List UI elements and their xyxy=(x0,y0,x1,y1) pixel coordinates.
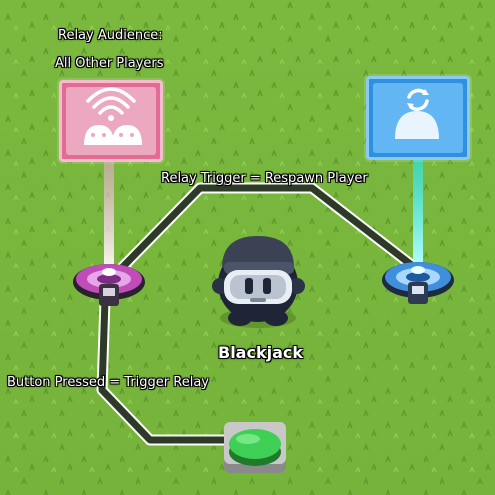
wire-button-to-relay[interactable] xyxy=(96,299,232,446)
respawn-device[interactable] xyxy=(382,262,454,304)
relay-audience-label: Relay Audience: xyxy=(58,28,163,43)
relay-audience-value: All Other Players xyxy=(55,56,164,71)
button-pressed-label: Button Pressed = Trigger Relay xyxy=(7,375,209,390)
relay-beam xyxy=(104,160,114,272)
push-button[interactable] xyxy=(224,422,286,473)
relay-players-icon xyxy=(66,87,156,155)
relay-card[interactable] xyxy=(59,80,163,162)
wire-relay-to-respawn[interactable] xyxy=(104,182,422,286)
relay-device[interactable] xyxy=(73,264,145,306)
respawn-player-icon xyxy=(373,83,463,153)
player-name: Blackjack xyxy=(218,343,304,362)
relay-trigger-label: Relay Trigger = Respawn Player xyxy=(161,171,368,186)
player-character[interactable] xyxy=(212,236,305,328)
respawn-beam xyxy=(413,160,423,268)
respawn-card[interactable] xyxy=(366,76,470,160)
